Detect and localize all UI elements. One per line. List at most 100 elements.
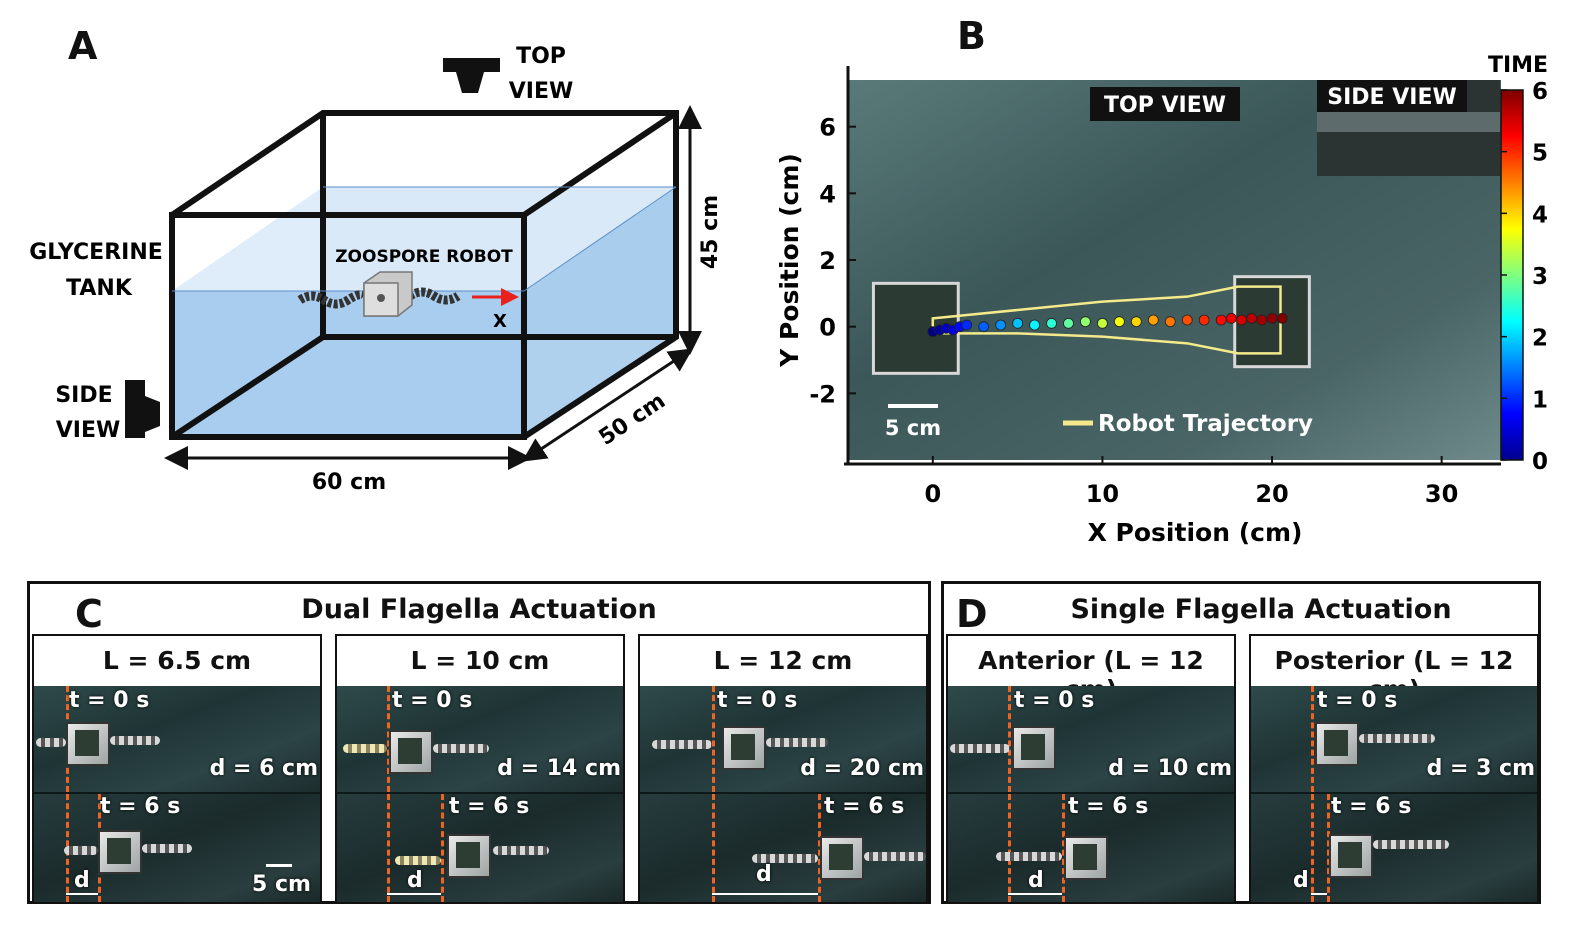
x-tick-label: 0 — [924, 480, 941, 508]
side-view-tag: SIDE VIEW — [1327, 85, 1457, 110]
distance-label: d = 14 cm — [497, 756, 621, 781]
time-label: t = 6 s — [100, 794, 181, 819]
scale-bar-label: 5 cm — [885, 416, 941, 440]
x-axis-label: X — [493, 311, 507, 332]
dim-width-label: 60 cm — [312, 470, 386, 495]
time-label: t = 0 s — [717, 688, 798, 713]
distance-label: d = 6 cm — [209, 756, 318, 781]
d-label: d — [74, 868, 90, 893]
time-label: t = 0 s — [1014, 688, 1095, 713]
frame-t6: t = 6 s d — [1251, 794, 1537, 902]
colorbar-tick-label: 2 — [1532, 326, 1548, 352]
trajectory-point — [1097, 317, 1108, 329]
y-tick-label: -2 — [809, 380, 836, 408]
trajectory-point — [1266, 312, 1278, 324]
time-label: t = 6 s — [824, 794, 905, 819]
x-axis-title: X Position (cm) — [1088, 518, 1303, 547]
trajectory-points — [927, 312, 1288, 338]
frame-t6: t = 6 s d — [640, 794, 926, 902]
colorbar-ticks: 0 1 2 3 4 5 6 — [1501, 79, 1548, 475]
robot-label: ZOOSPORE ROBOT — [335, 247, 513, 267]
dim-height-label: 45 cm — [698, 195, 723, 269]
colorbar-tick-label: 6 — [1532, 79, 1548, 105]
trajectory-point — [1236, 314, 1247, 326]
panel-d-letter: D — [956, 592, 988, 636]
top-view-tag: TOP VIEW — [1104, 93, 1226, 118]
subpanel-label: L = 10 cm — [410, 646, 550, 675]
subpanel-c2: L = 10 cm t = 0 s d = 14 cm t = 6 s d — [335, 634, 625, 902]
subpanel-d1: Anterior (L = 12 cm) t = 0 s d = 10 cm t… — [946, 634, 1236, 902]
water-front — [172, 291, 524, 437]
x-tick-label: 20 — [1255, 480, 1288, 508]
trajectory-point — [1246, 312, 1258, 324]
colorbar-tick-label: 3 — [1532, 264, 1548, 290]
trajectory-point — [1029, 319, 1040, 331]
y-tick-label: 6 — [819, 114, 836, 142]
time-label: t = 0 s — [1317, 688, 1398, 713]
time-label: t = 6 s — [1331, 794, 1412, 819]
frame-t0: t = 0 s d = 10 cm — [948, 686, 1234, 792]
side-camera-icon — [125, 380, 160, 438]
frame-t0: t = 0 s d = 20 cm — [640, 686, 926, 792]
subpanel-c3: L = 12 cm t = 0 s d = 20 cm t = 6 s d — [638, 634, 928, 902]
frame-t6: t = 6 s d — [337, 794, 623, 902]
time-label: t = 6 s — [1068, 794, 1149, 819]
side-view-tag-bg — [1317, 80, 1467, 112]
panel-c: C Dual Flagella Actuation L = 6.5 cm t =… — [27, 581, 931, 904]
distance-label: d = 20 cm — [800, 756, 924, 781]
top-view-tag-bg — [1090, 87, 1240, 121]
trajectory-chart: 0 10 20 30 -2 0 2 4 6 TOP VIEW SIDE VIEW 5 cm Ro… — [775, 53, 1548, 547]
trajectory-point — [1080, 316, 1091, 328]
colorbar-tick-label: 1 — [1532, 387, 1548, 413]
subpanel-d2: Posterior (L = 12 cm) t = 0 s d = 3 cm t… — [1249, 634, 1539, 902]
top-view-label-2: VIEW — [509, 79, 574, 104]
frame-t6: t = 6 s d — [948, 794, 1234, 902]
panel-a-letter: A — [68, 24, 98, 68]
trajectory-point — [961, 319, 973, 331]
trajectory-point — [1198, 314, 1210, 326]
panel-b: B 0 10 20 30 -2 0 2 4 6 TOP VIEW — [760, 0, 1578, 560]
colorbar-tick-label: 4 — [1532, 202, 1548, 228]
dim-arrow-depth — [521, 348, 694, 462]
distance-label: d = 10 cm — [1108, 756, 1232, 781]
panel-d: D Single Flagella Actuation Anterior (L … — [941, 581, 1541, 904]
panel-a: A — [0, 0, 780, 560]
trajectory-point — [1147, 314, 1159, 326]
trajectory-point — [1256, 314, 1268, 326]
trajectory-point — [1181, 314, 1193, 326]
distance-label: d = 3 cm — [1426, 756, 1535, 781]
colorbar-tick-label: 0 — [1532, 449, 1548, 475]
d-label: d — [1028, 868, 1044, 893]
panel-c-title: Dual Flagella Actuation — [301, 594, 657, 625]
dim-depth-label: 50 cm — [595, 388, 671, 450]
subpanel-c1: L = 6.5 cm t = 0 s d = 6 cm t = 6 s d 5 … — [32, 634, 322, 902]
d-label: d — [1293, 868, 1309, 893]
x-tick-label: 10 — [1086, 480, 1119, 508]
side-view-label-1: SIDE — [55, 383, 112, 408]
colorbar-tick-label: 5 — [1532, 141, 1548, 167]
x-tick-label: 30 — [1425, 480, 1458, 508]
trajectory-point — [1164, 316, 1176, 328]
subpanel-label: L = 12 cm — [713, 646, 853, 675]
trajectory-point — [1046, 317, 1057, 329]
subpanel-label: L = 6.5 cm — [102, 646, 252, 675]
robot-trajectory-envelope — [931, 285, 1282, 355]
panel-b-letter: B — [957, 14, 986, 58]
side-view-label-2: VIEW — [56, 418, 121, 443]
frame-t0: t = 0 s d = 3 cm — [1251, 686, 1537, 792]
time-label: t = 0 s — [392, 688, 473, 713]
frame-t0: t = 0 s d = 14 cm — [337, 686, 623, 792]
y-tick-label: 4 — [819, 180, 836, 208]
tank-label-1: GLYCERINE — [29, 240, 163, 265]
colorbar-title: TIME — [1488, 53, 1548, 78]
trajectory-point — [1012, 317, 1024, 329]
trajectory-point — [978, 321, 990, 333]
legend-label: Robot Trajectory — [1098, 411, 1313, 437]
time-label: t = 6 s — [449, 794, 530, 819]
trajectory-point — [1063, 317, 1074, 329]
trajectory-point — [1130, 316, 1142, 328]
trajectory-point — [1215, 314, 1227, 326]
trajectory-point — [1276, 312, 1288, 324]
y-tick-label: 2 — [819, 247, 836, 275]
